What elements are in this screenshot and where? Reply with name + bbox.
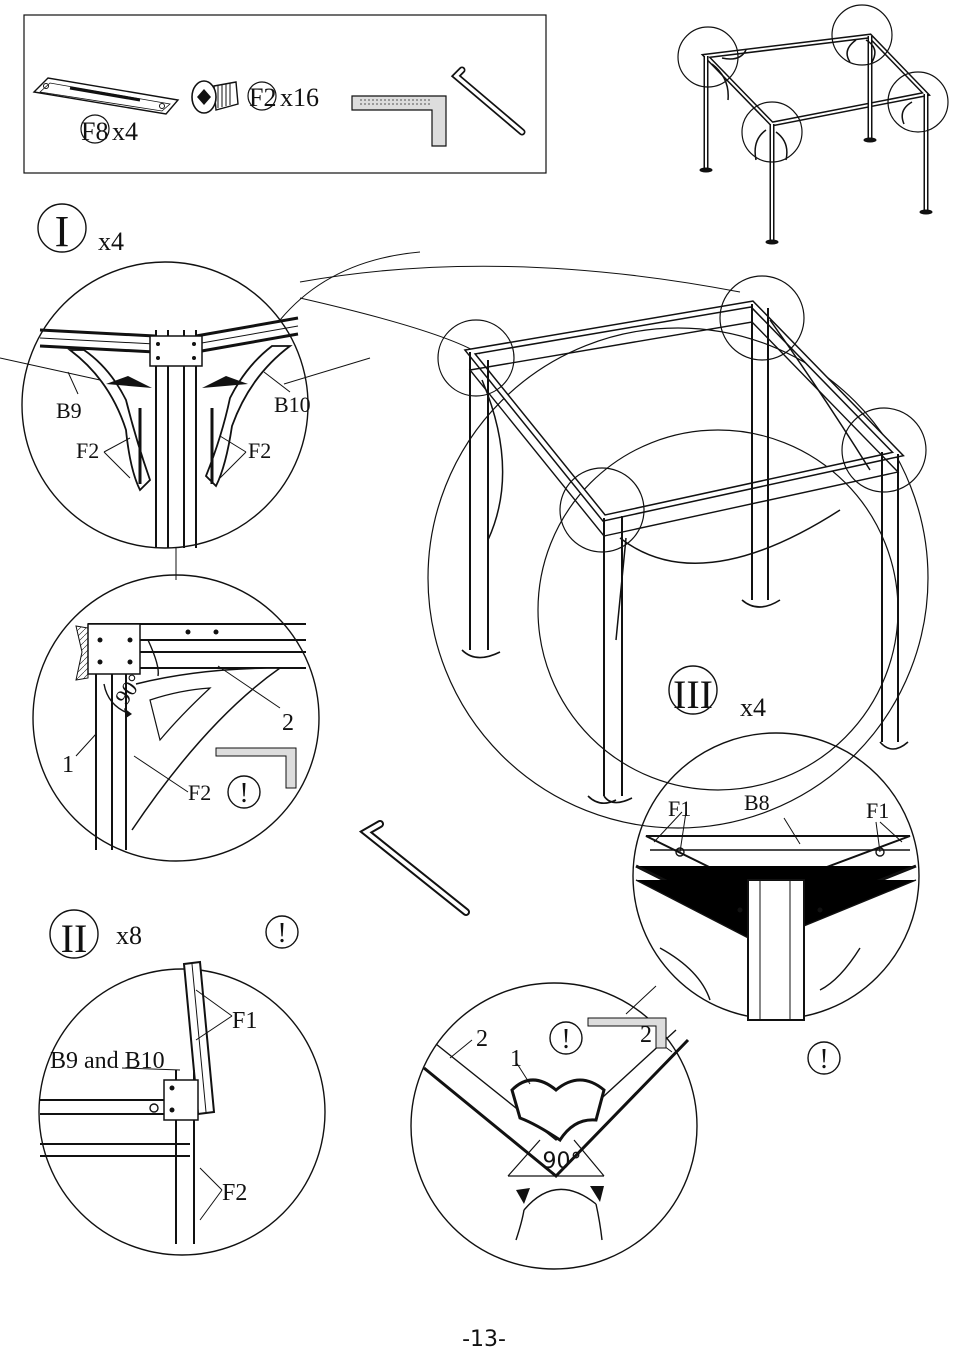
detail-a-circle: B9 B10 F2 F2 bbox=[0, 251, 421, 580]
detail-c-circle: F1 B8 F1 bbox=[632, 732, 920, 1021]
parts-box: F8 x4 F2 x16 bbox=[23, 14, 547, 174]
step-2-warn: ! bbox=[277, 918, 286, 949]
f8-code: F8 bbox=[81, 117, 108, 146]
detail-b-f2: F2 bbox=[188, 780, 211, 805]
detail-e-part2-left: 2 bbox=[476, 1026, 488, 1052]
detail-a-b9: B9 bbox=[56, 398, 82, 423]
detail-d-f2: F2 bbox=[222, 1180, 247, 1206]
f2-qty: x16 bbox=[280, 83, 319, 112]
right-warn: ! bbox=[819, 1044, 828, 1075]
step-3-label: III x4 bbox=[668, 665, 766, 722]
detail-d-b9-b10: B9 and B10 bbox=[50, 1048, 165, 1074]
step-3-qty: x4 bbox=[740, 693, 766, 722]
detail-d-f1: F1 bbox=[232, 1008, 257, 1034]
detail-b-warn: ! bbox=[239, 778, 248, 809]
detail-a-f2-left: F2 bbox=[76, 438, 99, 463]
f2-code: F2 bbox=[249, 83, 276, 112]
right-warning-icon bbox=[807, 1041, 841, 1075]
carpenter-square-icon bbox=[351, 95, 447, 147]
gazebo-frame-drawing bbox=[299, 265, 929, 829]
detail-d-circle: F1 B9 and B10 F2 bbox=[38, 960, 326, 1256]
overview-frame-drawing bbox=[677, 4, 949, 245]
step-3-numeral: III bbox=[673, 672, 713, 717]
detail-c-f1-right: F1 bbox=[866, 798, 889, 823]
detail-b-warning-icon bbox=[227, 775, 261, 809]
step-2-label: II x8 ! bbox=[49, 909, 299, 961]
detail-b-circle: 90° 2 1 F2 ! bbox=[32, 574, 320, 862]
detail-e-part2-right: 2 bbox=[640, 1022, 652, 1048]
step-2-numeral: II bbox=[61, 916, 88, 961]
detail-a-b10: B10 bbox=[274, 392, 311, 417]
detail-e-angle: 90° bbox=[543, 1149, 582, 1174]
f8-plate-icon bbox=[32, 77, 180, 115]
step-2-qty: x8 bbox=[116, 921, 142, 950]
hex-key-icon bbox=[450, 66, 526, 136]
f8-label: F8 x4 bbox=[80, 114, 138, 146]
detail-e-circle: 90° 2 1 2 ! bbox=[410, 982, 698, 1270]
detail-e-warn: ! bbox=[561, 1024, 570, 1055]
step-2-warning-icon bbox=[265, 915, 299, 949]
f8-qty: x4 bbox=[112, 117, 138, 146]
step-1-qty: x4 bbox=[98, 227, 124, 256]
f2-bolt-icon bbox=[191, 80, 239, 114]
f2-label: F2 x16 bbox=[247, 81, 319, 112]
detail-e-part1: 1 bbox=[510, 1046, 522, 1072]
step-1-numeral: I bbox=[55, 207, 70, 256]
detail-a-f2-right: F2 bbox=[248, 438, 271, 463]
detail-c-b8: B8 bbox=[744, 790, 770, 815]
page-number: -13- bbox=[462, 1327, 506, 1352]
step-1-label: I x4 bbox=[37, 203, 124, 256]
detail-c-f1-left: F1 bbox=[668, 796, 691, 821]
right-warning-label: ! bbox=[807, 1041, 841, 1075]
detail-e-warning-icon bbox=[549, 1021, 583, 1055]
detail-b-part2: 2 bbox=[282, 710, 294, 736]
detail-b-part1: 1 bbox=[62, 752, 74, 778]
